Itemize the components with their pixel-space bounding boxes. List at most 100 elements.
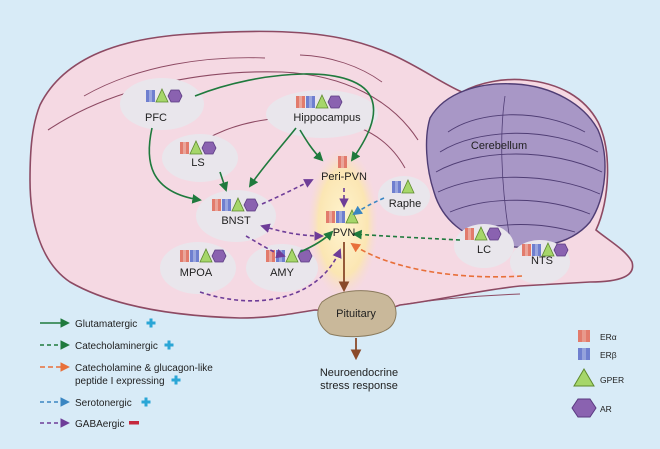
receptor-cluster-mpoa [180, 248, 227, 263]
receptor-cluster-raphe [392, 179, 415, 194]
er-beta-key-icon [578, 348, 590, 360]
arrow-hippocampus-to-bnst [248, 127, 297, 188]
brain-sulcus [83, 57, 266, 97]
er-alpha-icon [338, 156, 347, 168]
arrow-pfc-to-peri-pvn [194, 73, 375, 162]
output-label-line2: stress response [320, 380, 398, 392]
er-beta-icon [146, 90, 155, 102]
region-label-amy: AMY [270, 267, 295, 279]
legend-catecholaminergic-label: Catecholaminergic [75, 341, 158, 352]
arrow-bnst-pvn [260, 223, 324, 241]
receptor-cluster-lc [465, 226, 502, 241]
ar-icon [201, 141, 217, 155]
receptor-cluster-ls [180, 140, 217, 155]
excitatory-plus-icon [141, 397, 151, 407]
ar-icon [243, 198, 259, 212]
excitatory-plus-icon [164, 340, 174, 350]
legend-serotonergic-label: Serotonergic [75, 398, 132, 409]
arrow-mpoa-to-pvn [199, 248, 342, 302]
legend: Glutamatergic Catecholaminergic Catechol… [40, 318, 213, 430]
arrow-pfc-to-bnst [148, 127, 202, 204]
receptor-cluster-nts [522, 242, 569, 257]
er-alpha-key-icon [578, 330, 590, 342]
key-label-gper: GPER [600, 375, 624, 385]
er-beta-icon [190, 250, 199, 262]
cerebellum [425, 83, 606, 249]
region-label-nts: NTS [531, 255, 553, 267]
arrow-lc-to-pvn [352, 229, 461, 241]
output-label-line1: Neuroendocrine [320, 367, 398, 379]
gper-icon [474, 226, 488, 241]
region-label-pfc: PFC [145, 112, 167, 124]
gper-icon [345, 209, 359, 224]
er-beta-icon [336, 211, 345, 223]
arrow-ls-to-bnst [219, 171, 229, 192]
inhibitory-minus-icon [129, 421, 139, 425]
key-label-ar: AR [600, 404, 612, 414]
key-label-er-beta: ERβ [600, 350, 617, 360]
er-alpha-icon [296, 96, 305, 108]
brainstem-contour [399, 293, 521, 306]
excitatory-plus-icon [146, 318, 156, 328]
key-label-er-alpha: ERα [600, 332, 617, 342]
ar-icon [297, 249, 313, 263]
receptor-cluster-pvn [326, 209, 359, 224]
excitatory-plus-icon [171, 375, 181, 385]
legend-gabaergic-label: GABAergic [75, 419, 124, 430]
er-alpha-icon [465, 228, 474, 240]
brain-sulcus [47, 71, 419, 141]
arrow-raphe-to-pvn [352, 197, 385, 216]
gper-icon [189, 140, 203, 155]
ar-icon [327, 95, 343, 109]
ar-key-icon [571, 398, 597, 418]
er-alpha-icon [522, 244, 531, 256]
region-label-pituitary: Pituitary [336, 308, 376, 320]
arrow-bnst-to-peri-pvn [261, 179, 314, 205]
region-label-lc: LC [477, 244, 491, 256]
er-beta-icon [306, 96, 315, 108]
region-label-peri-pvn: Peri-PVN [321, 171, 367, 183]
gper-icon [285, 248, 299, 263]
arrow-bnst-to-amy [245, 235, 286, 259]
legend-glutamatergic-label: Glutamatergic [75, 319, 137, 330]
receptor-clusters [146, 88, 569, 263]
ar-icon [553, 243, 569, 257]
region-label-pvn: PVN [333, 227, 356, 239]
region-label-cerebellum: Cerebellum [471, 140, 527, 152]
er-alpha-icon [326, 211, 335, 223]
arrow-hippocampus-to-pvn [299, 129, 324, 162]
er-alpha-icon [212, 199, 221, 211]
ar-icon [486, 227, 502, 241]
region-label-mpoa: MPOA [180, 267, 213, 279]
er-beta-icon [532, 244, 541, 256]
region-label-ls: LS [191, 157, 204, 169]
gper-icon [155, 88, 169, 103]
ar-icon [211, 249, 227, 263]
region-label-bnst: BNST [221, 215, 251, 227]
gper-icon [231, 197, 245, 212]
pituitary [317, 290, 397, 338]
receptor-cluster-peri-pvn [338, 156, 347, 168]
er-beta-icon [222, 199, 231, 211]
er-alpha-icon [180, 250, 189, 262]
gabaergic-pathways [199, 179, 349, 302]
er-beta-icon [392, 181, 401, 193]
ar-icon [167, 89, 183, 103]
receptor-cluster-bnst [212, 197, 259, 212]
gper-key-icon [573, 368, 595, 387]
gper-icon [401, 179, 415, 194]
arrow-amy-to-pvn [299, 230, 334, 253]
brain-sulcus [299, 54, 383, 83]
receptor-key: ERα ERβ GPER AR [571, 330, 624, 418]
legend-cate-glucagon-label-line1: Catecholamine & glucagon-like [75, 363, 213, 374]
gper-icon [541, 242, 555, 257]
legend-cate-glucagon-label-line2: peptide I expressing [75, 376, 165, 387]
er-alpha-icon [180, 142, 189, 154]
er-alpha-icon [266, 250, 275, 262]
gper-icon [199, 248, 213, 263]
region-label-hippocampus: Hippocampus [293, 112, 361, 124]
glutamatergic-pathways [148, 73, 461, 253]
receptor-cluster-hippocampus [296, 94, 343, 109]
